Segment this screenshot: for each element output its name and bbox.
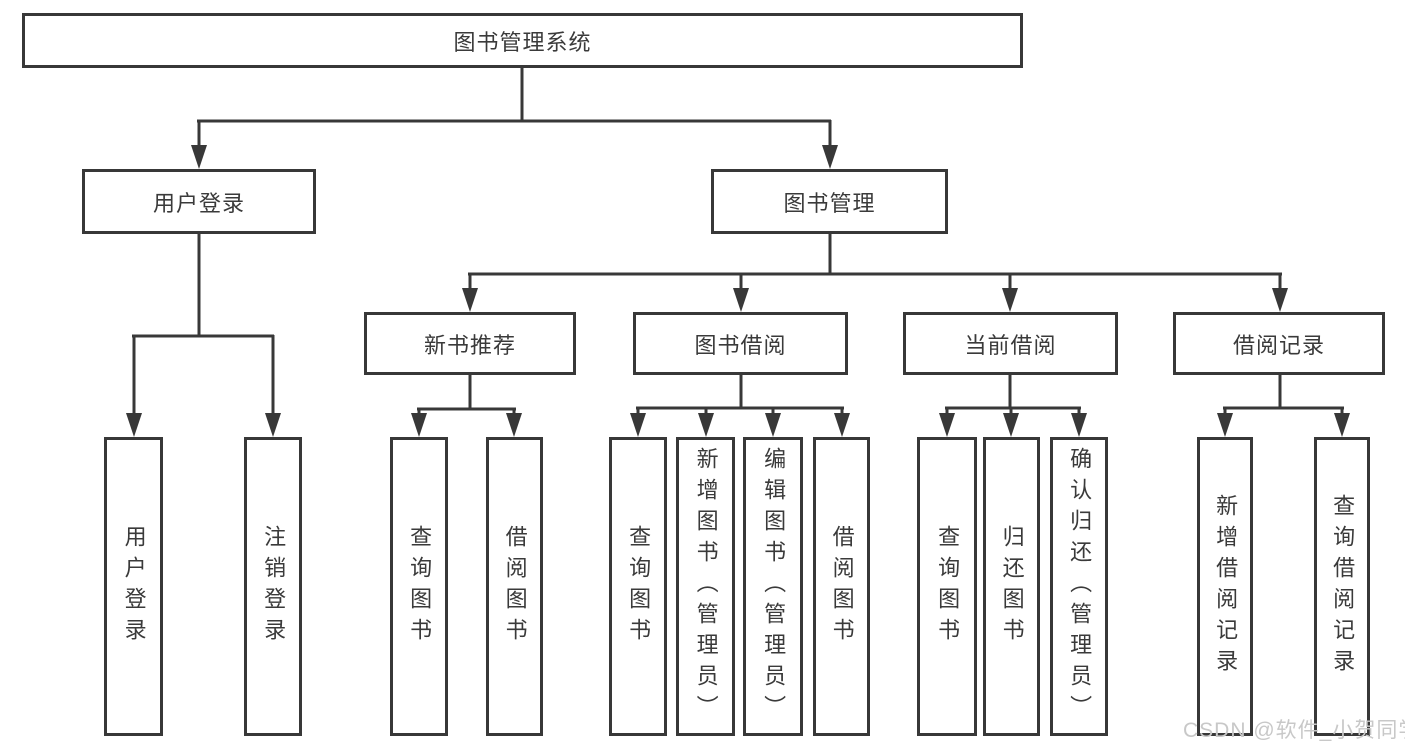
leaf-user-login-label: 用户登录 [121, 524, 147, 649]
node-root-label: 图书管理系统 [453, 29, 592, 55]
leaf-user-login: 用户登录 [104, 437, 163, 736]
leaf-current-return-books-label: 归还图书 [999, 524, 1025, 649]
node-borrowing-records-label: 借阅记录 [1232, 332, 1325, 358]
leaf-recommend-query-books-label: 查询图书 [407, 524, 433, 649]
node-book-management-label: 图书管理 [783, 190, 876, 216]
node-new-book-recommend: 新书推荐 [364, 312, 576, 375]
csdn-watermark: CSDN @软件_小贺同学 [1183, 719, 1405, 742]
leaf-borrowing-borrow-books-label: 借阅图书 [829, 524, 855, 649]
leaf-records-query-record: 查询借阅记录 [1314, 437, 1370, 736]
leaf-borrowing-edit-books-admin: 编辑图书（管理员） [743, 437, 803, 736]
leaf-borrowing-query-books-label: 查询图书 [626, 524, 652, 649]
leaf-borrowing-add-books-admin-label: 新增图书（管理员） [693, 447, 719, 726]
leaf-current-return-books: 归还图书 [983, 437, 1040, 736]
node-borrowing-records: 借阅记录 [1173, 312, 1385, 375]
leaf-recommend-borrow-books: 借阅图书 [486, 437, 543, 736]
leaf-current-query-books: 查询图书 [917, 437, 977, 736]
leaf-borrowing-edit-books-admin-label: 编辑图书（管理员） [761, 447, 787, 726]
leaf-records-add-record-label: 新增借阅记录 [1213, 493, 1239, 680]
node-user-login: 用户登录 [82, 169, 316, 234]
node-book-borrowing: 图书借阅 [633, 312, 848, 375]
node-current-borrowing: 当前借阅 [903, 312, 1118, 375]
arrowheads [126, 145, 1350, 437]
leaf-current-query-books-label: 查询图书 [935, 524, 961, 649]
node-book-borrowing-label: 图书借阅 [694, 332, 787, 358]
leaf-borrowing-query-books: 查询图书 [609, 437, 667, 736]
node-user-login-label: 用户登录 [152, 190, 245, 216]
leaf-records-query-record-label: 查询借阅记录 [1330, 493, 1356, 680]
leaf-logout-label: 注销登录 [261, 524, 287, 649]
leaf-current-confirm-return-admin-label: 确认归还（管理员） [1067, 447, 1093, 726]
leaf-borrowing-borrow-books: 借阅图书 [813, 437, 870, 736]
node-book-management: 图书管理 [711, 169, 948, 234]
leaf-current-confirm-return-admin: 确认归还（管理员） [1050, 437, 1108, 736]
leaf-recommend-query-books: 查询图书 [390, 437, 448, 736]
node-current-borrowing-label: 当前借阅 [964, 332, 1057, 358]
leaf-logout: 注销登录 [244, 437, 302, 736]
node-new-book-recommend-label: 新书推荐 [423, 332, 516, 358]
leaf-records-add-record: 新增借阅记录 [1197, 437, 1253, 736]
connector-paths [132, 68, 1344, 420]
node-root-system: 图书管理系统 [22, 13, 1023, 68]
leaf-borrowing-add-books-admin: 新增图书（管理员） [676, 437, 735, 736]
leaf-recommend-borrow-books-label: 借阅图书 [502, 524, 528, 649]
